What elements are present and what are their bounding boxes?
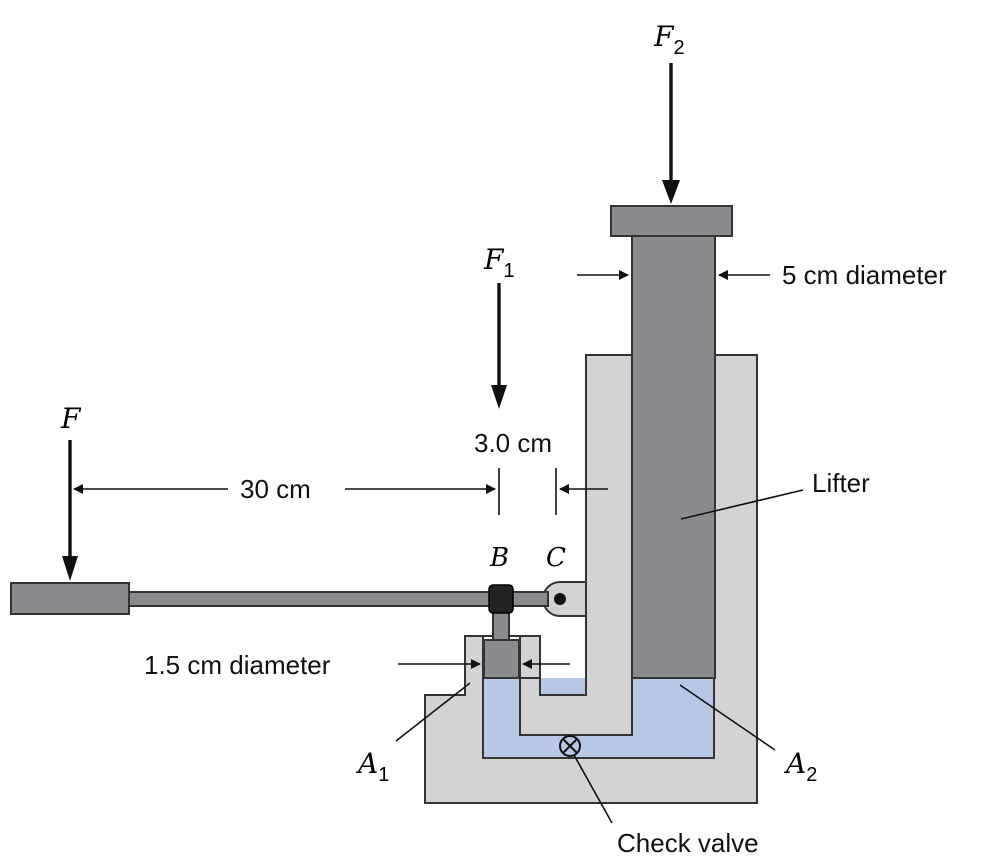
lifter-cap (610, 205, 733, 237)
label-15cm-diameter: 1.5 cm diameter (144, 650, 331, 680)
lifter-leader (680, 489, 804, 520)
piston-rod (492, 609, 510, 641)
label-c: C (546, 543, 566, 573)
label-a1: A1 (355, 747, 389, 786)
lifter-piston (631, 234, 716, 679)
label-5cm-diameter: 5 cm diameter (782, 260, 947, 290)
label-lifter: Lifter (812, 468, 870, 498)
label-f2: F2 (653, 20, 685, 59)
a1-leader (395, 682, 471, 742)
label-f: F (60, 402, 82, 435)
lever-grip (10, 582, 130, 615)
label-3cm: 3.0 cm (474, 428, 552, 458)
label-f1: F1 (483, 243, 515, 282)
check-valve-icon (559, 735, 581, 757)
label-check-valve: Check valve (617, 828, 759, 858)
pivot-c (554, 593, 566, 605)
check-valve-leader (573, 754, 613, 824)
pump-channel (519, 354, 633, 736)
label-30cm: 30 cm (240, 474, 311, 504)
label-a2: A2 (783, 747, 817, 786)
a2-leader (679, 684, 776, 751)
joint-b (488, 584, 514, 614)
lever-arm (127, 591, 549, 607)
small-piston (483, 639, 520, 679)
label-b: B (489, 543, 509, 573)
